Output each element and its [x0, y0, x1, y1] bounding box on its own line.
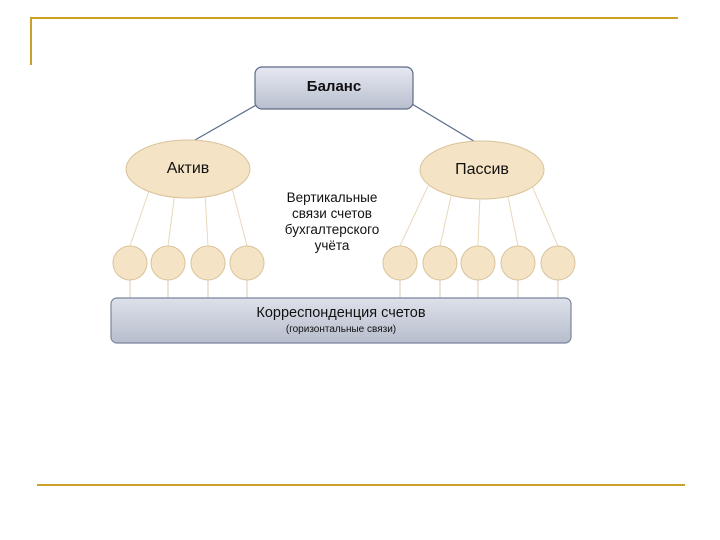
bottom-rule [37, 484, 685, 486]
account-circle [150, 245, 186, 281]
connector-line [187, 103, 259, 145]
liability-ellipse [419, 140, 545, 200]
asset-label: Актив [166, 160, 210, 177]
account-circle [540, 245, 576, 281]
right-vertical-links [399, 185, 559, 247]
account-circle [190, 245, 226, 281]
account-circle [460, 245, 496, 281]
top-rule [30, 17, 678, 19]
balance-box [254, 66, 414, 110]
account-circle [500, 245, 536, 281]
liability-label: Пассив [455, 161, 509, 178]
left-rule [30, 17, 32, 65]
account-circle [422, 245, 458, 281]
correspondence-bar [110, 297, 572, 344]
correspondence-subtitle: (горизонтальные связи) [285, 324, 397, 335]
account-circle [229, 245, 265, 281]
balance-label: Баланс [306, 78, 362, 95]
correspondence-title: Корреспонденция счетов [256, 305, 426, 321]
account-circle [382, 245, 418, 281]
asset-ellipse [125, 139, 251, 199]
left-vertical-links [129, 187, 248, 247]
account-circle [112, 245, 148, 281]
circle-bar-links [129, 280, 559, 298]
connector-line [411, 103, 483, 147]
vertical-links-caption: Вертикальные связи счетов бухгалтерского… [284, 190, 380, 253]
